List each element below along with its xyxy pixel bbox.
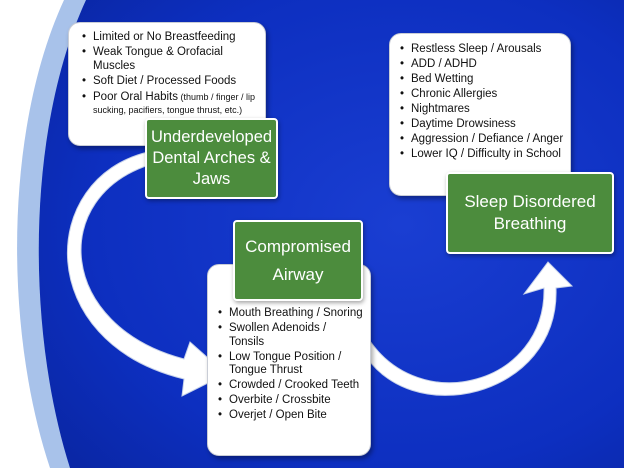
list-item: Crowded / Crooked Teeth [217,379,364,393]
list-item: Soft Diet / Processed Foods [81,75,259,89]
sleep-disordered-breathing-box: Sleep Disordered Breathing [446,172,614,254]
sleep-box-line: Sleep Disordered [464,191,596,211]
curved-arrow-airway-to-sleep [361,261,574,396]
symptoms-card: Restless Sleep / Arousals ADD / ADHD Bed… [389,33,571,196]
list-item: Restless Sleep / Arousals [399,43,564,57]
curved-arrow-dental-to-airway [66,151,227,397]
dental-box-line: Underdeveloped [150,128,273,147]
list-item: Overjet / Open Bite [217,409,364,423]
list-item: Mouth Breathing / Snoring [217,307,364,321]
list-item: Overbite / Crossbite [217,394,364,408]
causes-list: Limited or No Breastfeeding Weak Tongue … [81,31,259,118]
list-item: ADD / ADHD [399,58,564,72]
sleep-box-line: Breathing [493,214,567,233]
dental-box-line: Dental Arches & [152,149,271,168]
symptoms-list: Restless Sleep / Arousals ADD / ADHD Bed… [399,43,564,162]
list-item-oral-habits: Poor Oral Habits (thumb / finger / lip s… [81,91,259,118]
list-item: Low Tongue Position / Tongue Thrust [217,351,364,378]
airway-box-line: Airway [272,264,324,284]
airway-effects-list: Mouth Breathing / Snoring Swollen Adenoi… [217,307,364,423]
list-item: Lower IQ / Difficulty in School [399,148,564,162]
list-item: Limited or No Breastfeeding [81,31,259,45]
list-item: Bed Wetting [399,73,564,87]
airway-box-line: Compromised [245,237,351,257]
list-item: Nightmares [399,103,564,117]
list-item: Swollen Adenoids / Tonsils [217,322,364,349]
habits-detail: (thumb / finger / lip sucking, pacifiers… [93,91,256,116]
compromised-airway-box: Compromised Airway [233,220,363,301]
habits-label: Poor Oral Habits [93,90,179,103]
list-item: Daytime Drowsiness [399,118,564,132]
list-item: Aggression / Defiance / Anger [399,133,564,147]
dental-box-line: Jaws [192,169,231,188]
dental-arches-box: Underdeveloped Dental Arches & Jaws [145,118,278,199]
list-item: Weak Tongue & Orofacial Muscles [81,46,259,73]
list-item: Chronic Allergies [399,88,564,102]
